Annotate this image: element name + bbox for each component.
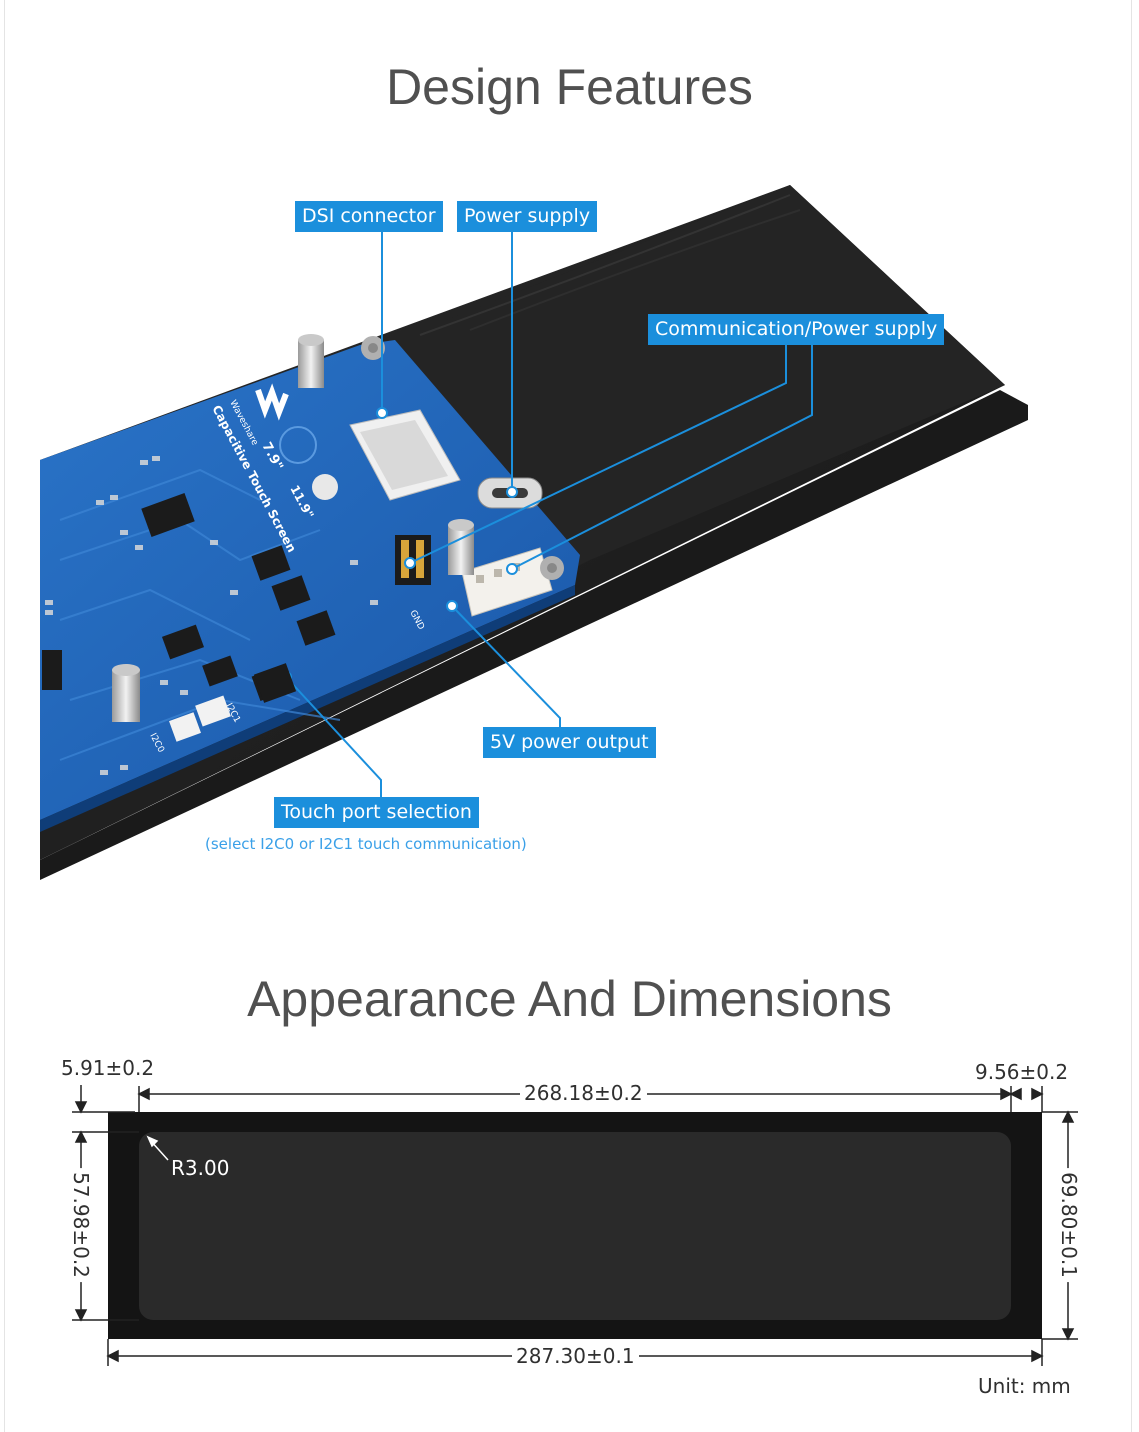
dsi-connector-callout: DSI connector: [295, 201, 443, 232]
power-supply-callout: Power supply: [457, 201, 598, 232]
5v-power-output-callout: 5V power output: [483, 727, 656, 758]
touch-port-selection-callout: Touch port selection: [274, 797, 479, 828]
page-frame: [4, 0, 1132, 1432]
top-right-margin-dimension: 9.56±0.2: [975, 1060, 1069, 1084]
outer-height-dimension: 69.80±0.1: [1056, 1168, 1081, 1282]
design-features-title: Design Features: [386, 59, 753, 115]
active-width-dimension: 268.18±0.2: [520, 1081, 647, 1105]
touch-port-switch: [169, 663, 297, 742]
touch-port-note: (select I2C0 or I2C1 touch communication…: [205, 835, 527, 853]
standoffs: [112, 334, 564, 722]
black-fabric-area: [395, 185, 1005, 575]
unit-label: Unit: mm: [978, 1374, 1071, 1398]
pcb-chips: [42, 493, 336, 702]
communication-power-callout: Communication/Power supply: [648, 314, 945, 345]
active-area: [139, 1132, 1011, 1320]
dsi-connector-part: [349, 409, 461, 501]
top-left-margin-dimension: 5.91±0.2: [61, 1056, 155, 1080]
leader-lines: [285, 231, 813, 797]
active-height-dimension: 57.98±0.2: [68, 1168, 93, 1282]
display-back-panel: [40, 390, 1028, 880]
product-illustration: Waveshare 7.9" Capacitive Touch Screen 1…: [40, 185, 1028, 880]
appearance-dimensions-title: Appearance And Dimensions: [247, 971, 892, 1027]
corner-radius-dimension: R3.00: [171, 1156, 230, 1180]
outer-width-dimension: 287.30±0.1: [512, 1344, 639, 1368]
